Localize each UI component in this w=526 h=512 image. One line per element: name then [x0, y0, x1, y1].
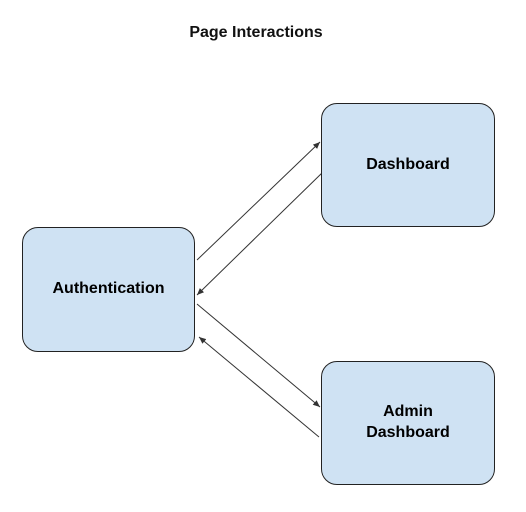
node-dashboard: Dashboard	[321, 103, 495, 227]
diagram-title: Page Interactions	[189, 24, 323, 41]
node-dashboard-label: Dashboard	[366, 155, 450, 173]
node-authentication: Authentication	[22, 227, 195, 352]
edge-admin-to-auth	[198, 336, 320, 438]
node-admin-dashboard-label: Admin Dashboard	[366, 403, 450, 441]
edge-dashboard-to-auth	[196, 171, 324, 296]
edge-auth-to-admin	[196, 303, 321, 408]
edge-auth-to-dashboard	[196, 141, 321, 261]
node-admin-dashboard: Admin Dashboard	[321, 361, 495, 485]
node-authentication-label: Authentication	[52, 280, 165, 298]
